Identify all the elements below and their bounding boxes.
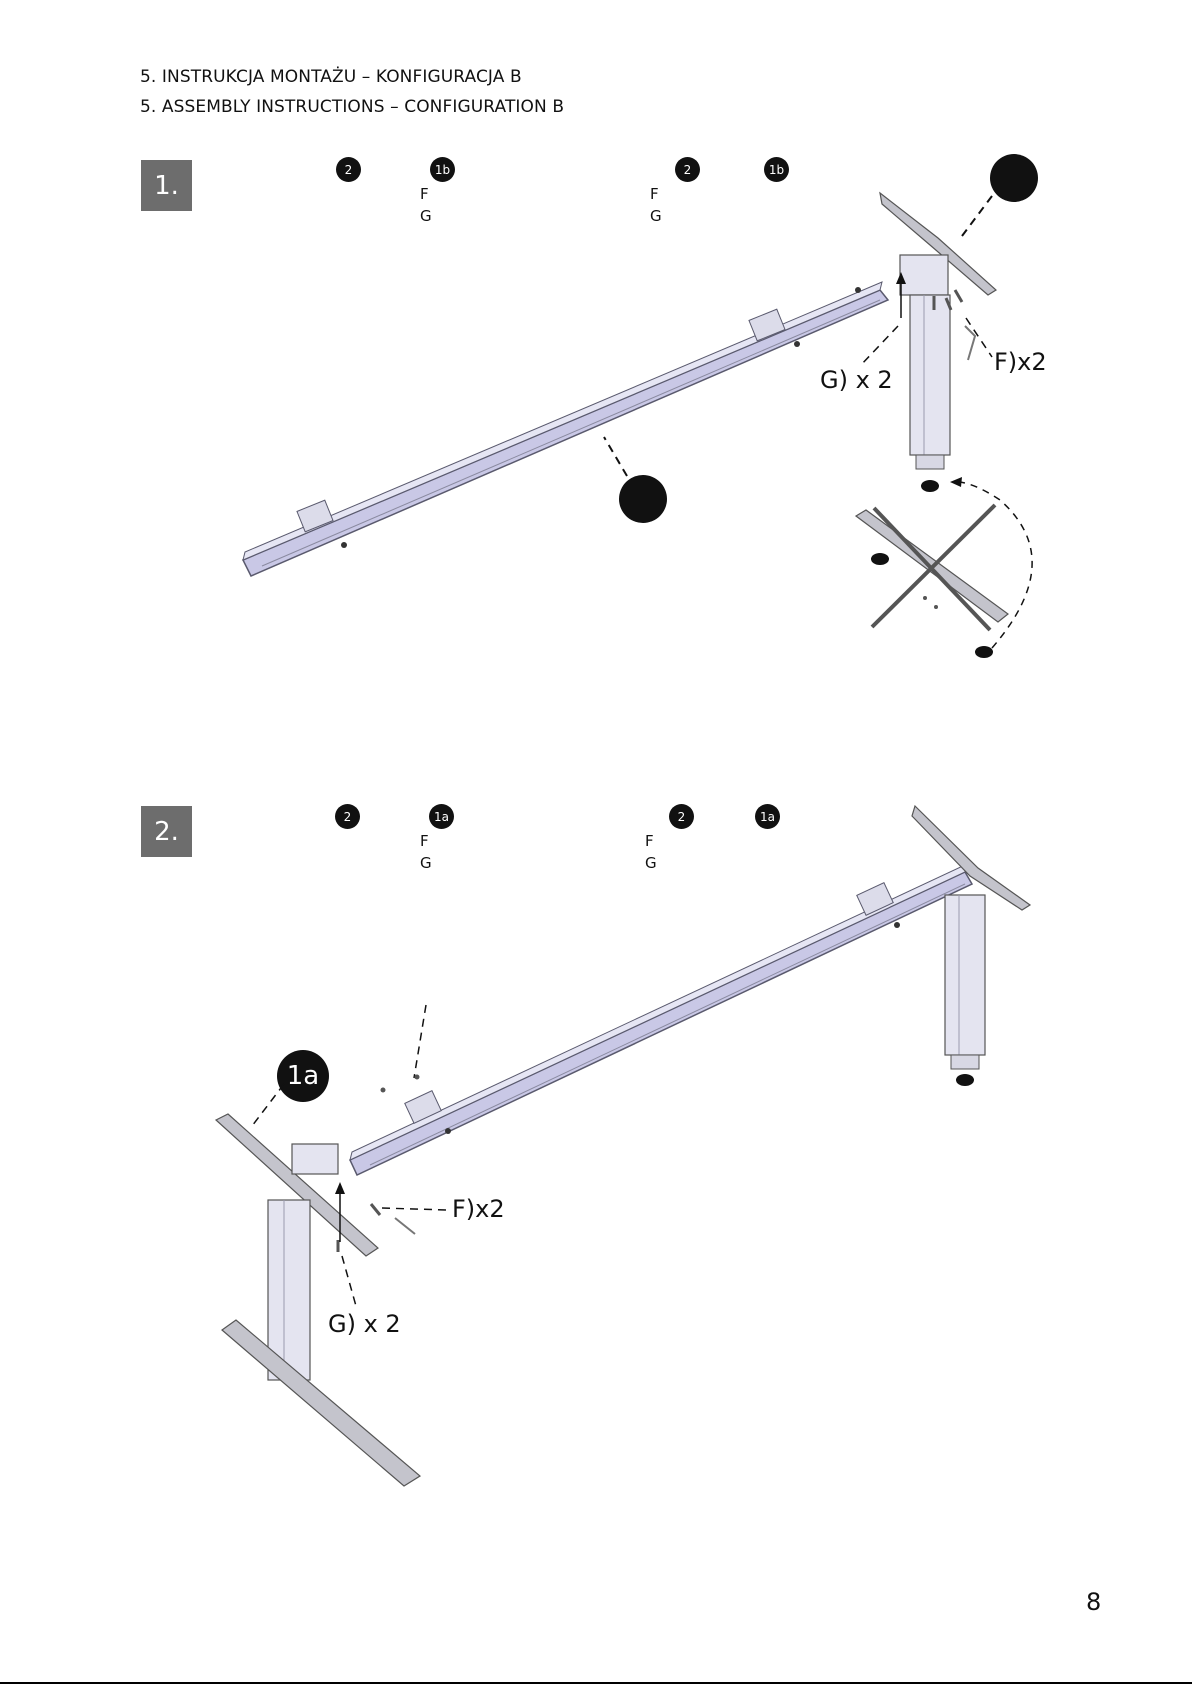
step-1-big-badge-center <box>619 475 667 523</box>
step-1-leader-top <box>962 196 992 236</box>
step-1-glide-bottom <box>975 646 993 658</box>
step-1-crossbeam <box>243 282 888 576</box>
page-number: 8 <box>1086 1588 1101 1616</box>
step-1-leg <box>880 193 996 469</box>
step-2-screw-right <box>415 1075 420 1080</box>
step-1-leader-g <box>860 326 898 366</box>
step-2-crossbeam <box>350 864 972 1175</box>
step-1-leader-center <box>604 437 627 476</box>
step-2-leader-vertical <box>414 1005 426 1078</box>
step-1-big-badge-right <box>990 154 1038 202</box>
step-2-left-leg <box>216 1114 420 1486</box>
step-2-leader-f <box>382 1208 446 1210</box>
step-2-leader-badge <box>252 1084 284 1126</box>
step-2-screw-left <box>381 1088 386 1093</box>
bottom-rule <box>0 1682 1192 1684</box>
step-1-crossed-foot <box>856 505 1008 630</box>
step-1-curved-arrow-head <box>950 477 962 487</box>
step-2-right-leg <box>912 806 1030 1086</box>
step-2-leader-g <box>342 1256 356 1306</box>
step-1-glide-top <box>921 480 939 492</box>
